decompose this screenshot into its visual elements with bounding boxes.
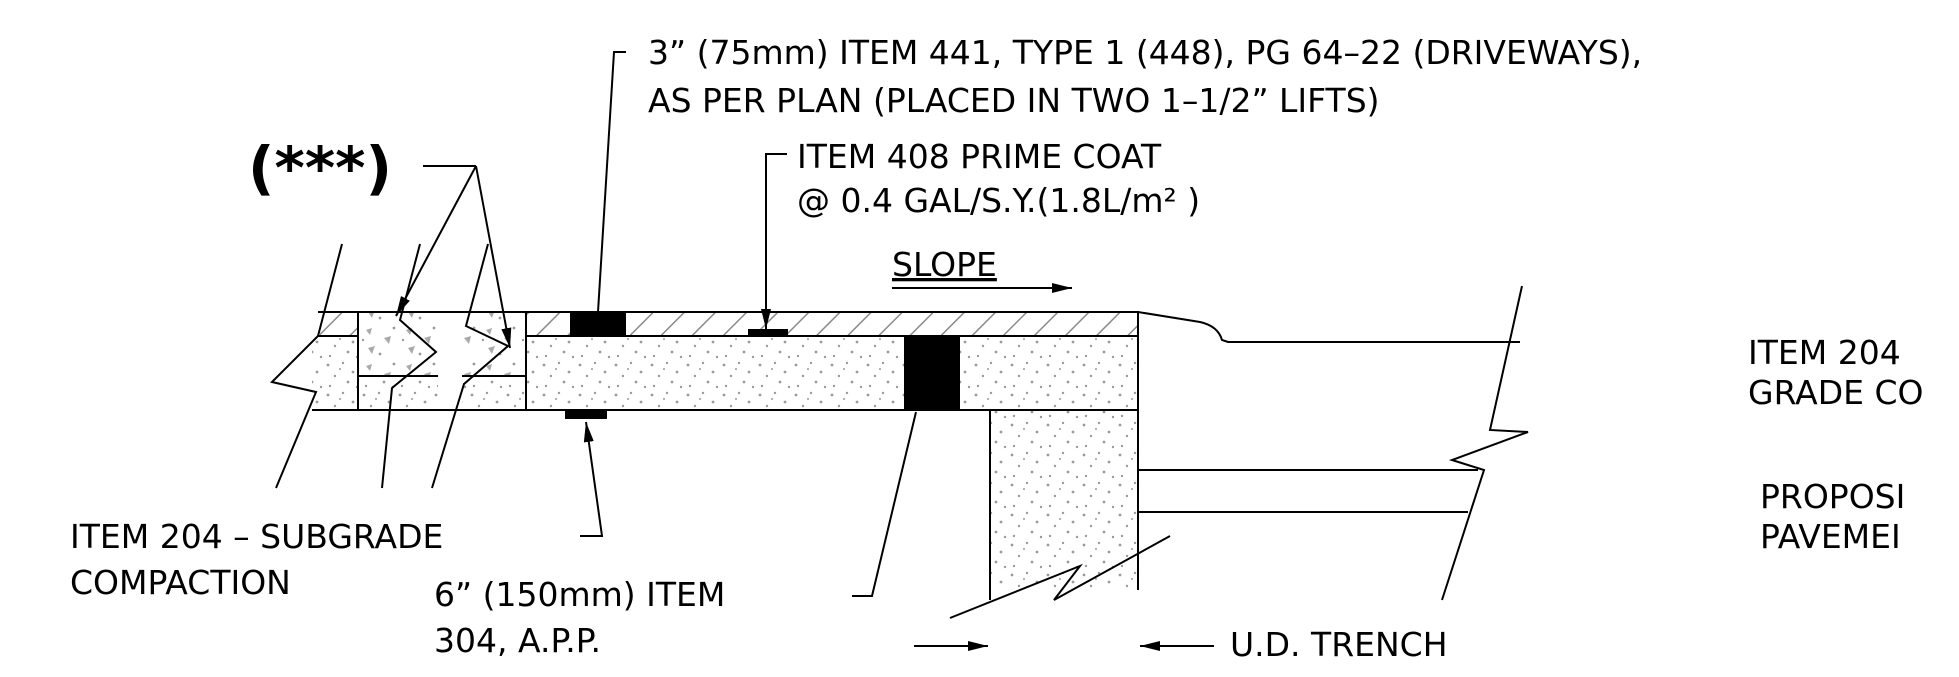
base-item-line2: 304, A.P.P. (434, 621, 601, 660)
joint-seal-top (570, 312, 626, 336)
prime-coat-mark (748, 329, 788, 336)
joint-seal-base (904, 336, 960, 410)
driveway-section (525, 285, 1529, 619)
prime-coat-line1: ITEM 408 PRIME COAT (797, 137, 1162, 176)
subgrade-line1: ITEM 204 – SUBGRADE (70, 517, 443, 556)
aggregate-base-layer (526, 336, 1138, 410)
underdrain-trench-backfill (990, 410, 1138, 590)
right-item-line1: ITEM 204 (1748, 333, 1901, 372)
right-item-line2: GRADE CO (1748, 373, 1924, 412)
asphalt-callout-line2: AS PER PLAN (PLACED IN TWO 1–1/2” LIFTS) (648, 81, 1380, 120)
prime-coat-line2: @ 0.4 GAL/S.Y.(1.8L/m² ) (797, 181, 1200, 220)
joint-seal-bottom (565, 410, 607, 419)
asterisk-callout: (***) (248, 134, 392, 202)
right-proposed-line2: PAVEMEI (1760, 517, 1901, 556)
asphalt-callout-line1: 3” (75mm) ITEM 441, TYPE 1 (448), PG 64–… (648, 33, 1642, 72)
base-item-line1: 6” (150mm) ITEM (434, 575, 725, 614)
right-proposed-line1: PROPOSI (1760, 477, 1905, 516)
trench-label: U.D. TRENCH (1230, 625, 1448, 664)
existing-pavement-fragment (270, 243, 526, 489)
asphalt-surface-layer (526, 312, 1138, 336)
slope-label: SLOPE (892, 245, 997, 284)
subgrade-line2: COMPACTION (70, 563, 291, 602)
leaders (395, 51, 1214, 651)
